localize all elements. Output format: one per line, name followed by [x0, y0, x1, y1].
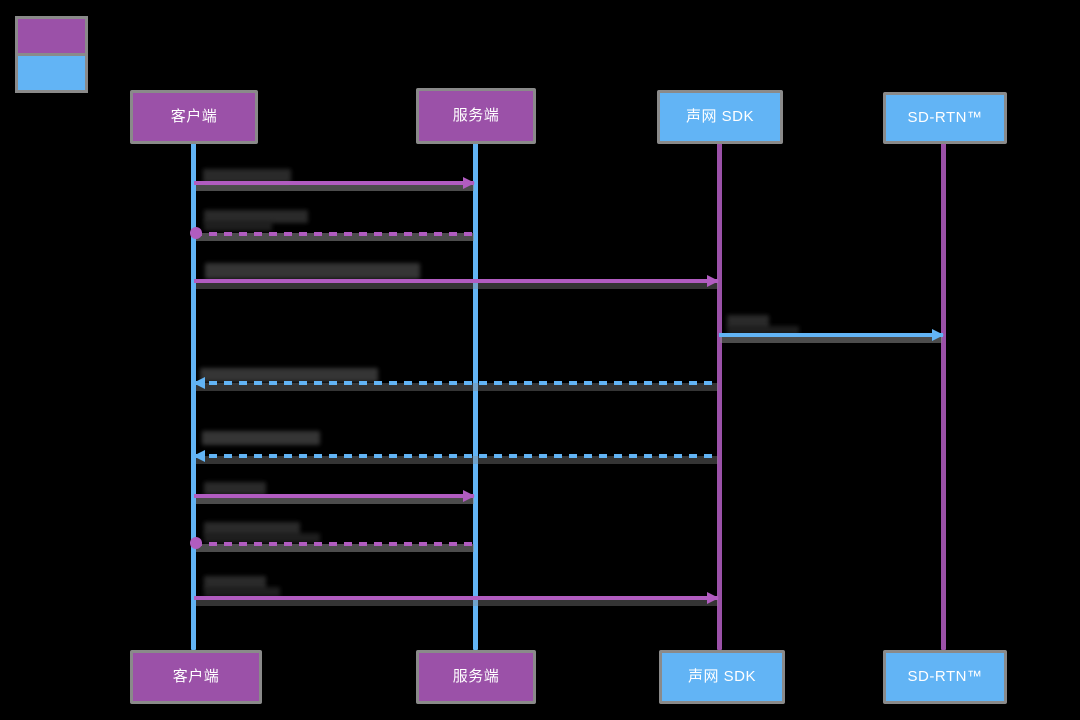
message-1-label-redacted	[203, 169, 291, 183]
message-2-shadow	[196, 233, 474, 241]
message-6-arrowhead	[193, 450, 205, 462]
message-2-line	[194, 232, 474, 236]
legend-swatch-blue	[18, 56, 85, 90]
message-8-terminator	[190, 537, 202, 549]
message-4-label-redacted	[727, 315, 769, 328]
participant-server-bottom[interactable]: 服务端	[416, 650, 536, 704]
message-6-shadow	[196, 456, 718, 464]
participant-sdk-label: 声网 SDK	[685, 107, 754, 125]
message-3-label-redacted	[205, 263, 420, 279]
legend-swatch-purple	[18, 19, 85, 53]
message-4-line	[719, 333, 943, 337]
participant-client-bottom[interactable]: 客户端	[130, 650, 262, 704]
participant-server-top[interactable]: 服务端	[416, 88, 536, 144]
lifeline-server	[473, 140, 478, 650]
message-5-label-redacted	[200, 368, 378, 382]
message-1-line	[194, 181, 474, 185]
message-9-shadow	[196, 598, 718, 606]
message-8-label-redacted	[204, 522, 300, 535]
message-4-shadow	[720, 335, 942, 343]
message-4-label-redacted-2	[727, 326, 799, 335]
lifeline-client	[191, 140, 196, 650]
message-8-shadow	[196, 544, 474, 552]
message-8-label-redacted-2	[204, 533, 320, 543]
participant-sdk-label-bottom: 声网 SDK	[687, 667, 756, 685]
message-7-label-redacted	[204, 482, 266, 495]
message-5-arrowhead	[193, 377, 205, 389]
message-9-arrowhead	[707, 592, 719, 604]
message-9-label-redacted-2	[204, 587, 280, 597]
participant-sdrtn-bottom[interactable]: SD-RTN™	[883, 650, 1007, 704]
participant-server-label-bottom: 服务端	[452, 667, 500, 685]
message-6-line	[194, 454, 718, 458]
participant-sdk-top[interactable]: 声网 SDK	[657, 90, 783, 144]
message-5-line	[194, 381, 718, 385]
message-9-line	[194, 596, 718, 600]
participant-sdrtn-top[interactable]: SD-RTN™	[883, 92, 1007, 144]
participant-sdrtn-label-bottom: SD-RTN™	[907, 667, 983, 685]
message-2-terminator	[190, 227, 202, 239]
participant-server-label: 服务端	[452, 106, 500, 124]
participant-client-label: 客户端	[170, 107, 218, 125]
message-6-label-redacted	[202, 431, 320, 445]
message-8-line	[194, 542, 474, 546]
message-9-label-redacted	[204, 576, 266, 589]
message-3-shadow	[196, 281, 718, 289]
message-1-shadow	[196, 183, 474, 191]
message-7-shadow	[196, 496, 474, 504]
message-2-label-redacted-2	[204, 221, 272, 231]
message-3-line	[194, 279, 718, 283]
participant-sdk-bottom[interactable]: 声网 SDK	[659, 650, 785, 704]
lifeline-sdk	[717, 140, 722, 650]
legend	[15, 16, 88, 93]
message-7-line	[194, 494, 474, 498]
message-4-arrowhead	[932, 329, 944, 341]
message-3-arrowhead	[707, 275, 719, 287]
message-7-arrowhead	[463, 490, 475, 502]
lifeline-sdrtn	[941, 140, 946, 650]
message-2-label-redacted	[204, 210, 308, 223]
message-5-shadow	[196, 383, 718, 391]
participant-sdrtn-label: SD-RTN™	[907, 108, 983, 126]
participant-client-label-bottom: 客户端	[172, 667, 220, 685]
participant-client-top[interactable]: 客户端	[130, 90, 258, 144]
message-1-arrowhead	[463, 177, 475, 189]
